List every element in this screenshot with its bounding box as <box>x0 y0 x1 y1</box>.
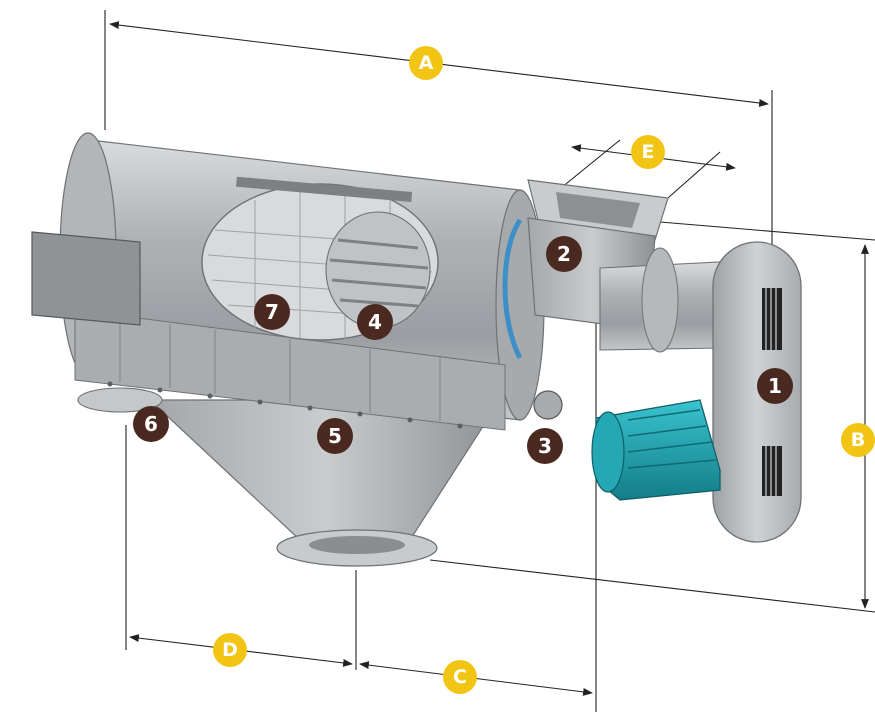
sieve-machine <box>31 132 802 567</box>
part-label-5: 5 <box>317 418 353 454</box>
hose <box>502 218 523 360</box>
part-label-4: 4 <box>357 304 393 340</box>
part-label-3: 3 <box>527 428 563 464</box>
control-box <box>31 231 141 326</box>
part-label-7: 7 <box>254 294 290 330</box>
part-label-1: 1 <box>757 368 793 404</box>
dimension-label-e: E <box>631 135 665 169</box>
part-label-2: 2 <box>546 236 582 272</box>
dimension-label-a: A <box>409 46 443 80</box>
dimension-label-b: B <box>841 423 875 457</box>
dimension-label-c: C <box>443 660 477 694</box>
part-label-6: 6 <box>133 406 169 442</box>
dimension-label-d: D <box>213 633 247 667</box>
